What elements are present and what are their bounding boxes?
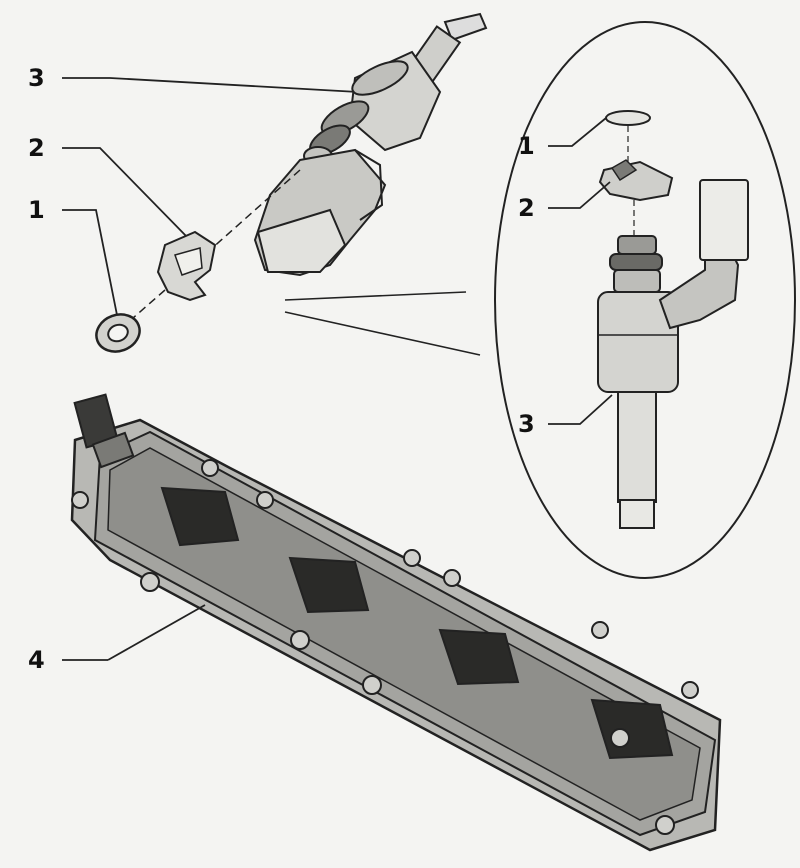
leader-lines-inset xyxy=(548,117,613,425)
callout-3-injector: 3 xyxy=(28,64,45,92)
inset-clip xyxy=(598,160,674,202)
callout-4-intake-manifold: 4 xyxy=(28,646,45,674)
inset-seal-ring xyxy=(605,110,651,126)
callout-1-inset-seal-ring: 1 xyxy=(518,132,535,160)
inset-connector-top xyxy=(284,291,467,301)
inset-connector-bottom xyxy=(284,311,481,356)
clip-exploded xyxy=(124,230,217,326)
seal-ring-exploded xyxy=(95,313,141,353)
callout-3-inset-injector: 3 xyxy=(518,410,535,438)
intake-manifold xyxy=(70,393,722,852)
leader-line-1-left xyxy=(62,209,119,321)
leader-line-3-left xyxy=(62,77,359,93)
leader-line-4-b xyxy=(107,604,206,661)
detail-inset-ellipse xyxy=(494,21,796,579)
callout-2-clip: 2 xyxy=(28,134,45,162)
leader-lines-left xyxy=(62,77,359,321)
callout-2-inset-clip: 2 xyxy=(518,194,535,222)
callout-1-seal-ring: 1 xyxy=(28,196,45,224)
injector-exploded xyxy=(209,12,488,277)
leader-line-2-left xyxy=(62,147,191,241)
inset-injector-assembly xyxy=(597,110,749,529)
